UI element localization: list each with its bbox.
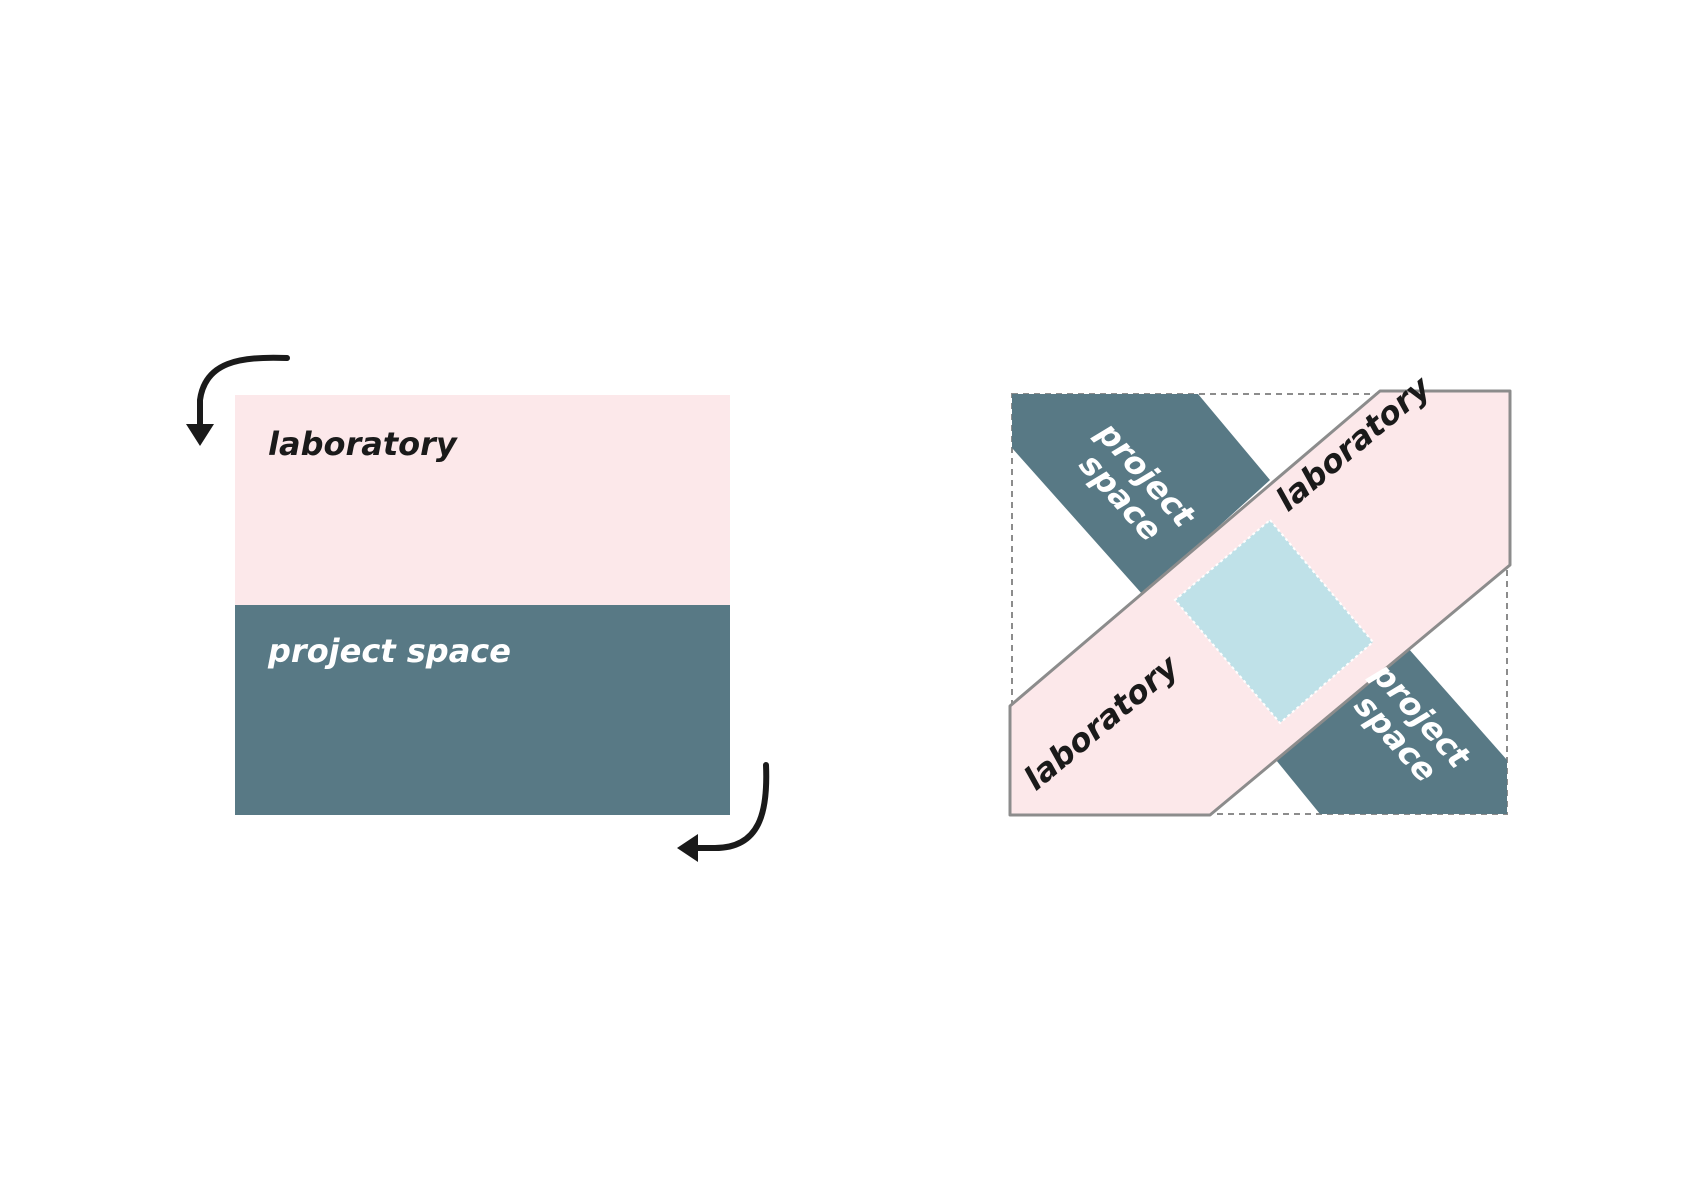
project-space-band-lower [1276, 648, 1507, 814]
laboratory-block-label: laboratory [268, 425, 458, 463]
curved-arrow-icon [186, 354, 290, 446]
site-boundary [1011, 393, 1508, 815]
project-space-band-upper [1012, 394, 1270, 595]
right-crossing-diagram: laboratory laboratory project space proj… [1008, 368, 1512, 817]
shared-core-zone [1173, 518, 1375, 725]
curved-arrow-icon [677, 762, 770, 862]
project-space-block-label: project space [267, 632, 511, 670]
laboratory-block [235, 395, 730, 605]
left-stacked-diagram: laboratory project space [186, 354, 770, 862]
project-space-block [235, 605, 730, 815]
